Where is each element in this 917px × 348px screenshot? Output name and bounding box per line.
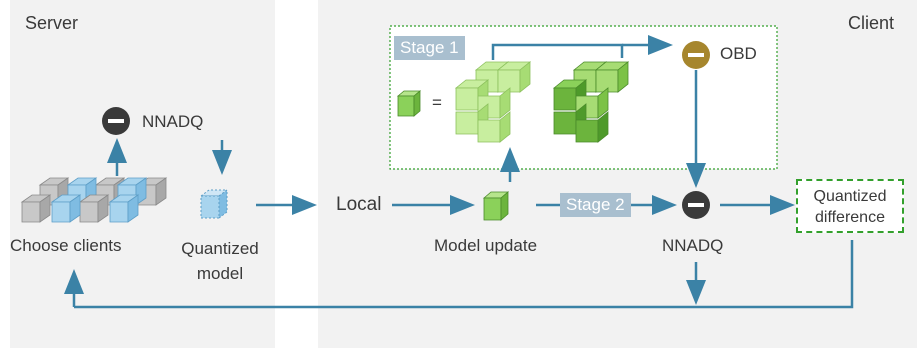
server-nnadq-icon [102, 107, 130, 135]
stage1-equals: = [432, 93, 442, 112]
return-line [74, 240, 854, 309]
obd-icon [682, 41, 710, 69]
client-nnadq-icon [682, 191, 710, 219]
clients-cubes [20, 177, 168, 223]
quantized-difference-box: Quantized difference [796, 179, 904, 233]
client-title: Client [848, 13, 895, 33]
stage2-tag: Stage 2 [560, 193, 631, 217]
stage1-cube-grid-light [454, 61, 532, 143]
model-update-cube [482, 191, 510, 221]
model-update-label: Model update [434, 236, 538, 255]
stage1-tag: Stage 1 [394, 36, 465, 60]
server-title: Server [25, 13, 79, 33]
quantized-model-label: Quantized model [181, 239, 259, 283]
stage1-bracket [491, 43, 624, 60]
obd-label: OBD [720, 44, 757, 63]
stage1-unit-cube [396, 90, 422, 117]
quantized-model-cube [199, 189, 229, 219]
client-nnadq-label: NNADQ [662, 236, 724, 255]
choose-clients-label: Choose clients [10, 236, 122, 255]
stage1-cube-grid-dark [552, 61, 630, 143]
server-nnadq-label: NNADQ [142, 112, 204, 131]
local-label: Local [336, 194, 382, 215]
